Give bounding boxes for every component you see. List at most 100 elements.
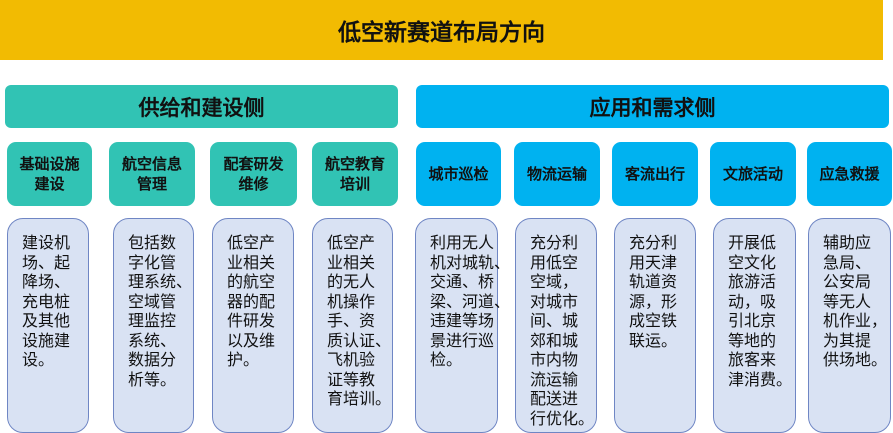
description-line: 梁、河道、 <box>430 291 511 311</box>
description-line: 充分利 <box>629 233 678 252</box>
diagram-title: 低空新赛道布局方向 <box>338 20 545 46</box>
supply-side-header: 供给和建设侧 <box>5 85 398 128</box>
demand-side-label: 应用和需求侧 <box>589 95 716 120</box>
description-line: 件研发 <box>227 311 276 330</box>
description-line: 对城市 <box>530 291 579 311</box>
demand-category-1: 物流运输 <box>514 142 600 206</box>
description-line: 为其提 <box>823 330 872 350</box>
category-label: 客流出行 <box>624 165 685 183</box>
description-line: 设。 <box>22 350 55 369</box>
description-line: 旅客来 <box>728 350 777 369</box>
description-line: 字化管 <box>128 252 177 272</box>
title-bar: 低空新赛道布局方向 <box>0 0 883 60</box>
description-line: 的无人 <box>327 272 376 291</box>
description-line: 设施建 <box>22 330 71 350</box>
description-text: 开展低空文化旅游活动，吸引北京等地的旅客来津消费。 <box>728 233 792 389</box>
description-text: 辅助应急局、公安局等无人机作业，为其提供场地。 <box>823 233 887 370</box>
description-line: 源，形 <box>629 291 678 311</box>
supply-description-card-1: 包括数字化管理系统、空域管理监控系统、数据分析等。 <box>113 218 194 433</box>
description-line: 低空产 <box>327 233 376 252</box>
demand-description-card-3: 开展低空文化旅游活动，吸引北京等地的旅客来津消费。 <box>713 218 796 433</box>
description-line: 动，吸 <box>728 291 777 311</box>
description-text: 低空产业相关的无人机操作手、资质认证、飞机验证等教育培训。 <box>327 233 391 409</box>
demand-side-header: 应用和需求侧 <box>416 85 889 128</box>
description-line: 用低空 <box>530 252 579 272</box>
description-line: 护。 <box>227 350 260 369</box>
description-line: 等地的 <box>728 330 777 350</box>
category-label: 配套研发维修 <box>223 155 284 193</box>
description-line: 开展低 <box>728 233 777 252</box>
description-line: 数据分 <box>128 350 177 369</box>
description-line: 旅游活 <box>728 272 777 291</box>
description-line: 郊和城 <box>530 330 579 350</box>
description-line: 理系统、 <box>128 272 193 291</box>
description-line: 机操作 <box>327 291 376 311</box>
description-line: 理监控 <box>128 311 177 330</box>
description-text: 利用无人机对城轨、交通、桥梁、河道、违建等场景进行巡检。 <box>430 233 510 370</box>
description-text: 充分利用天津轨道资源，形成空铁联运。 <box>629 233 677 350</box>
demand-description-card-1: 充分利用低空空域，对城市间、城郊和城市内物流运输配送进行优化。 <box>515 218 597 433</box>
description-line: 场、起 <box>22 252 71 272</box>
description-line: 充分利 <box>530 233 579 252</box>
demand-description-card-0: 利用无人机对城轨、交通、桥梁、河道、违建等场景进行巡检。 <box>415 218 510 433</box>
description-line: 器的配 <box>227 291 276 311</box>
demand-category-4: 应急救援 <box>807 142 892 206</box>
supply-description-card-0: 建设机场、起降场、充电桩及其他设施建设。 <box>7 218 89 433</box>
description-line: 景进行巡 <box>430 330 495 350</box>
description-line: 育培训。 <box>327 389 392 408</box>
category-label: 航空信息管理 <box>121 155 182 193</box>
description-line: 交通、桥 <box>430 272 495 291</box>
category-label: 物流运输 <box>526 165 587 183</box>
supply-category-1: 航空信息管理 <box>109 142 195 206</box>
description-line: 流运输 <box>530 369 579 389</box>
demand-category-2: 客流出行 <box>612 142 698 206</box>
description-line: 机作业， <box>823 311 888 330</box>
description-text: 低空产业相关的航空器的配件研发以及维护。 <box>227 233 275 370</box>
description-line: 以及维 <box>227 330 276 350</box>
category-label: 城市巡检 <box>428 165 489 183</box>
category-label: 航空教育培训 <box>324 155 385 193</box>
demand-category-3: 文旅活动 <box>710 142 796 206</box>
description-line: 析等。 <box>128 369 177 389</box>
description-line: 引北京 <box>728 311 777 330</box>
description-text: 包括数字化管理系统、空域管理监控系统、数据分析等。 <box>128 233 192 389</box>
description-line: 轨道资 <box>629 272 678 291</box>
description-line: 空域， <box>530 272 579 291</box>
description-line: 系统、 <box>128 330 177 350</box>
description-line: 违建等场 <box>430 311 495 330</box>
description-line: 急局、 <box>823 252 872 272</box>
description-line: 配送进 <box>530 389 579 408</box>
supply-category-3: 航空教育培训 <box>312 142 398 206</box>
description-line: 降场、 <box>22 272 71 291</box>
category-label: 应急救援 <box>819 165 880 183</box>
description-line: 机对城轨、 <box>430 252 511 272</box>
category-label: 基础设施建设 <box>19 155 80 193</box>
description-line: 业相关 <box>227 252 276 272</box>
description-line: 用天津 <box>629 252 678 272</box>
description-line: 充电桩 <box>22 291 71 311</box>
category-label: 文旅活动 <box>722 165 783 183</box>
demand-category-0: 城市巡检 <box>416 142 501 206</box>
description-line: 市内物 <box>530 350 579 369</box>
description-line: 成空铁 <box>629 311 678 330</box>
description-line: 联运。 <box>629 330 678 350</box>
description-line: 检。 <box>430 350 463 369</box>
description-line: 供场地。 <box>823 350 888 369</box>
demand-description-card-4: 辅助应急局、公安局等无人机作业，为其提供场地。 <box>808 218 891 433</box>
description-text: 建设机场、起降场、充电桩及其他设施建设。 <box>22 233 70 370</box>
supply-category-2: 配套研发维修 <box>210 142 297 206</box>
description-line: 飞机验 <box>327 350 376 369</box>
demand-description-card-2: 充分利用天津轨道资源，形成空铁联运。 <box>614 218 696 433</box>
description-line: 建设机 <box>22 233 71 252</box>
description-line: 低空产 <box>227 233 276 252</box>
description-line: 公安局 <box>823 272 872 291</box>
description-line: 质认证、 <box>327 330 392 350</box>
description-line: 的航空 <box>227 272 276 291</box>
description-line: 等无人 <box>823 291 872 311</box>
description-line: 包括数 <box>128 233 177 252</box>
description-line: 利用无人 <box>430 233 495 252</box>
description-line: 间、城 <box>530 311 579 330</box>
supply-description-card-3: 低空产业相关的无人机操作手、资质认证、飞机验证等教育培训。 <box>312 218 393 433</box>
description-line: 业相关 <box>327 252 376 272</box>
supply-description-card-2: 低空产业相关的航空器的配件研发以及维护。 <box>212 218 294 433</box>
